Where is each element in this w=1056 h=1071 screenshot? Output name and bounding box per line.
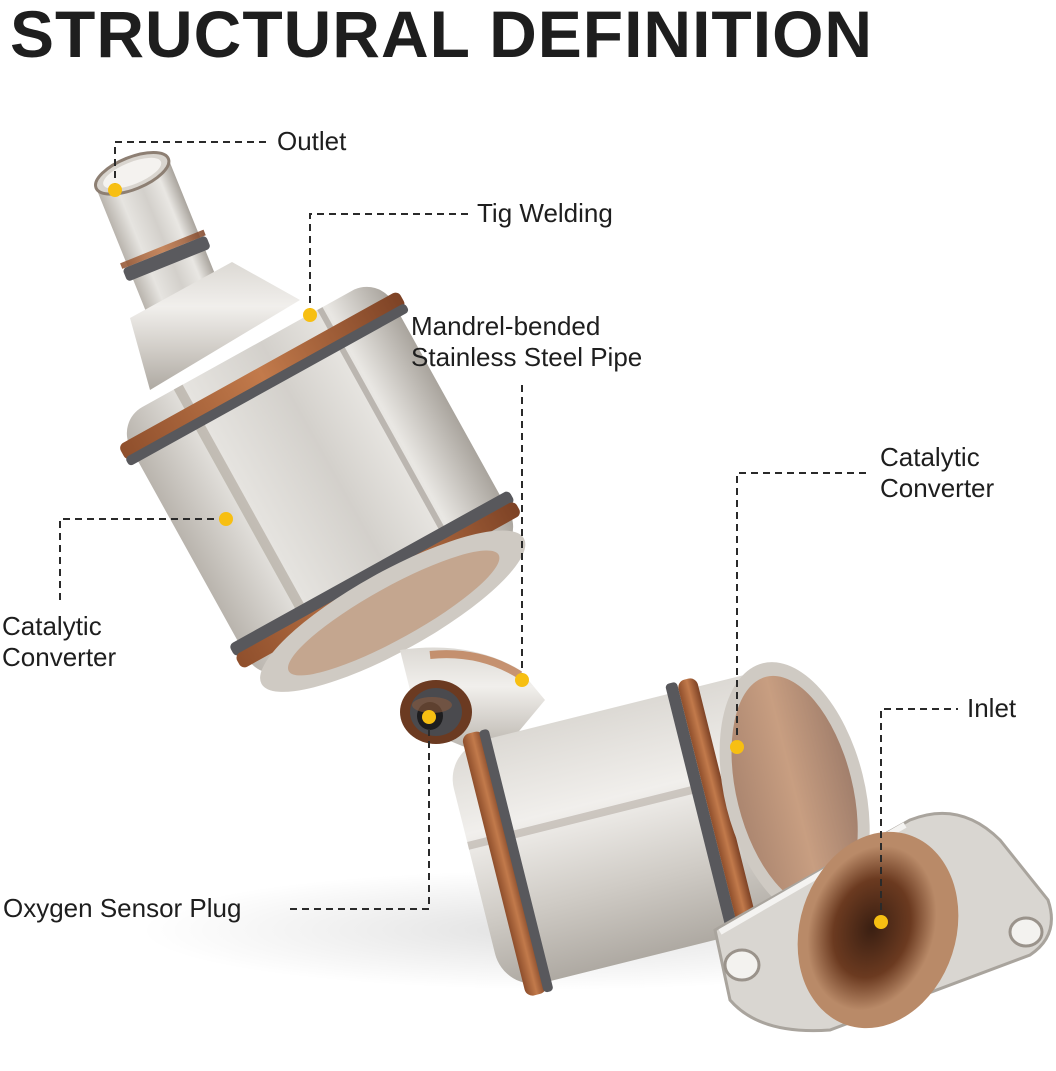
label-converter-right: Catalytic Converter [880, 442, 994, 504]
label-pipe: Mandrel-bended Stainless Steel Pipe [411, 311, 642, 373]
label-oxygen-sensor-line-1: Oxygen Sensor Plug [3, 893, 242, 923]
label-outlet: Outlet [277, 126, 346, 157]
leader-inlet [880, 708, 958, 922]
label-converter-right-line-2: Converter [880, 473, 995, 503]
label-inlet: Inlet [967, 693, 1016, 724]
label-outlet-line-1: Outlet [277, 126, 347, 156]
label-pipe-line-1: Mandrel-bended [411, 311, 601, 341]
leader-lines [59, 141, 958, 922]
leader-outlet [114, 141, 268, 190]
marker-converter-left [219, 512, 233, 526]
outlet-cone [130, 262, 300, 390]
label-converter-left-line-1: Catalytic [2, 611, 102, 641]
leader-converter-right [736, 472, 868, 747]
marker-oxygen-sensor [422, 710, 436, 724]
label-tig-welding-line-1: Tig Welding [477, 198, 613, 228]
label-converter-left-line-2: Converter [2, 642, 117, 672]
leader-tig-welding [309, 213, 470, 315]
leader-converter-left [59, 518, 226, 600]
label-converter-right-line-1: Catalytic [880, 442, 980, 472]
marker-pipe [515, 673, 529, 687]
label-converter-left: Catalytic Converter [2, 611, 116, 673]
label-tig-welding: Tig Welding [477, 198, 613, 229]
label-inlet-line-1: Inlet [967, 693, 1017, 723]
marker-dots [108, 183, 888, 929]
marker-inlet [874, 915, 888, 929]
left-converter-body [120, 286, 526, 692]
marker-outlet [108, 183, 122, 197]
upper-converter-assembly [94, 150, 526, 692]
leader-oxygen-sensor [290, 717, 430, 910]
right-converter-body [452, 662, 870, 996]
oxygen-sensor-boss [400, 680, 472, 744]
label-pipe-line-2: Stainless Steel Pipe [411, 342, 643, 372]
diagram-title: STRUCTURAL DEFINITION [10, 0, 874, 71]
label-oxygen-sensor: Oxygen Sensor Plug [3, 893, 241, 924]
marker-tig-welding [303, 308, 317, 322]
marker-converter-right [730, 740, 744, 754]
